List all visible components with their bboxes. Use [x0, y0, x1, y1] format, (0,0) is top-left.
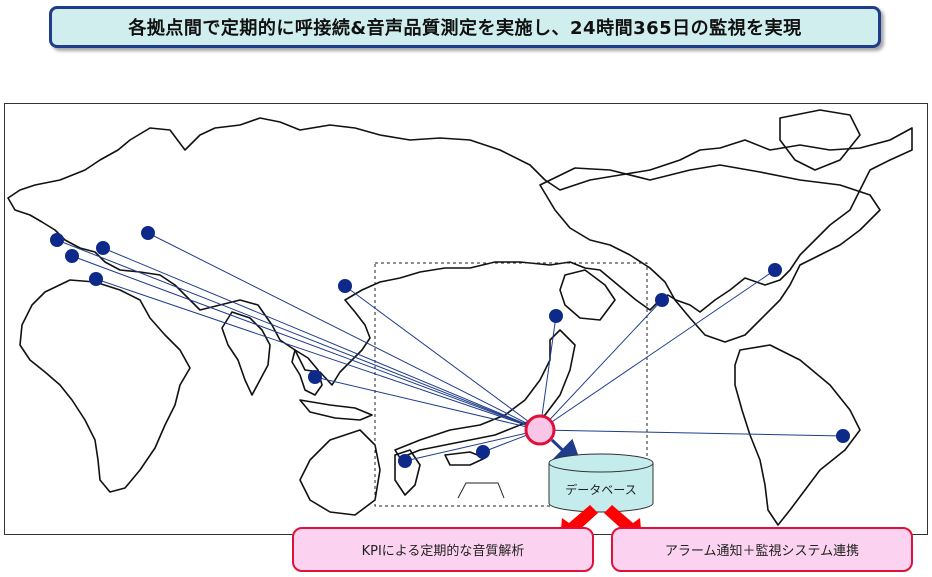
- link-line: [147, 232, 541, 431]
- title-banner: 各拠点間で定期的に呼接続&音声品質測定を実施し、24時間365日の監視を実現: [49, 6, 881, 48]
- site-dot-los-angeles: [655, 293, 669, 307]
- hokkaido-outline: [559, 269, 616, 321]
- alarm-notification-box: アラーム通知＋監視システム連携: [611, 527, 913, 572]
- okinawa-inset-mark: [457, 482, 505, 499]
- site-dot-moscow: [141, 226, 155, 240]
- india-outline: [221, 311, 271, 396]
- link-line: [314, 376, 541, 431]
- page-title: 各拠点間で定期的に呼接続&音声品質測定を実施し、24時間365日の監視を実現: [128, 18, 802, 39]
- kpi-analysis-label: KPIによる定期的な音質解析: [361, 544, 525, 559]
- link-line: [56, 239, 541, 431]
- connection-lines: [56, 232, 844, 462]
- link-line: [539, 315, 557, 431]
- seasia-outline: [291, 349, 323, 396]
- link-line: [95, 278, 541, 431]
- hub-node: [524, 414, 556, 446]
- link-line: [539, 269, 776, 431]
- site-dot-sapporo: [549, 309, 563, 323]
- indonesia-outline: [299, 399, 373, 421]
- link-line: [539, 429, 844, 437]
- link-line: [71, 255, 541, 431]
- site-dot-osaka: [476, 445, 490, 459]
- shikoku-outline: [444, 451, 486, 466]
- alarm-notification-label: アラーム通知＋監視システム連携: [664, 544, 860, 559]
- north-america-outline: [539, 164, 881, 343]
- site-dots: [50, 226, 850, 468]
- database-cylinder: データベース: [548, 453, 654, 513]
- site-dot-london: [50, 233, 64, 247]
- site-dot-paris: [65, 249, 79, 263]
- database-label: データベース: [565, 482, 636, 497]
- site-dot-fukuoka: [398, 454, 412, 468]
- kyushu-outline: [394, 449, 421, 496]
- site-dot-new-york: [768, 263, 782, 277]
- site-dot-milan: [89, 272, 103, 286]
- link-line: [344, 285, 541, 431]
- link-line: [539, 299, 663, 431]
- site-dot-sao-paulo: [836, 429, 850, 443]
- site-dot-frankfurt: [96, 241, 110, 255]
- continent-outlines: [7, 109, 913, 526]
- greenland-outline: [779, 109, 861, 171]
- site-dot-singapore: [308, 370, 322, 384]
- africa-outline: [19, 279, 191, 493]
- south-america-outline: [734, 344, 861, 526]
- link-line: [102, 247, 541, 431]
- eurasia-outline: [7, 117, 913, 386]
- japan-inset-box: [374, 262, 648, 507]
- kpi-analysis-box: KPIによる定期的な音質解析: [292, 527, 594, 572]
- site-dot-beijing: [338, 279, 352, 293]
- australia-outline: [299, 429, 381, 516]
- link-line: [404, 429, 541, 462]
